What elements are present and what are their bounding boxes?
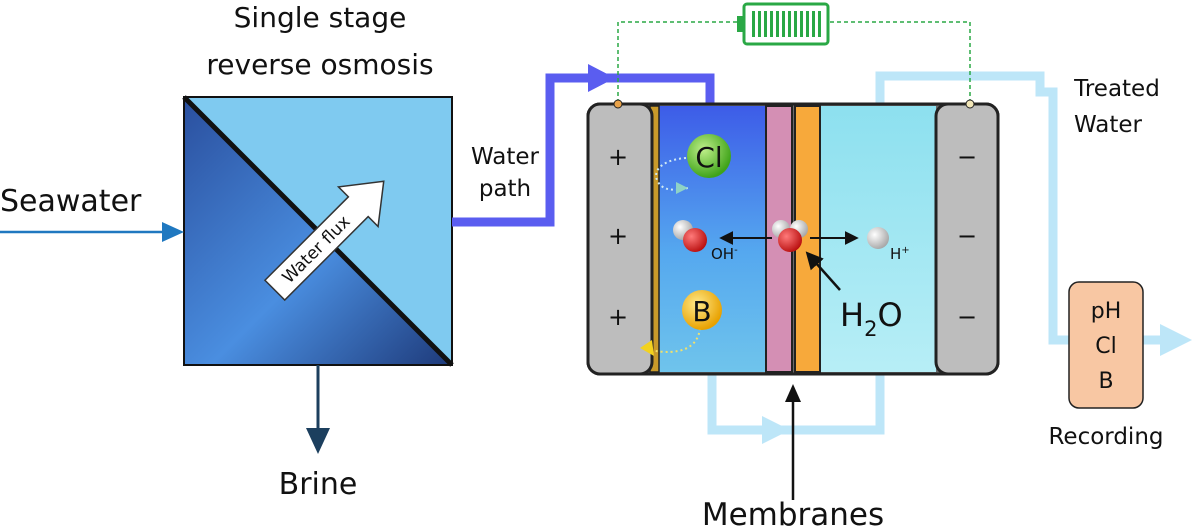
water-path-arrowhead	[588, 64, 615, 92]
anode-terminal	[613, 99, 623, 109]
boron-path-arrowhead	[640, 340, 654, 356]
recorder-ph: pH	[1091, 299, 1122, 324]
battery-cell-bar	[782, 11, 785, 37]
ro-title-line1: Single stage	[234, 1, 407, 34]
water-formula: H2O	[840, 296, 903, 341]
recorder-box	[1068, 281, 1144, 409]
recirculation-arrowhead	[762, 416, 790, 444]
battery-cell-bar	[770, 11, 773, 37]
seawater-arrowhead	[162, 222, 184, 242]
recording-label: Recording	[1048, 424, 1163, 450]
wire-right	[830, 21, 971, 103]
proton-label: H+	[890, 245, 910, 263]
brine-label: Brine	[279, 467, 358, 502]
battery-cell-bar	[818, 11, 821, 37]
water-path-label-line1: Water	[471, 144, 540, 170]
wire-left	[617, 21, 737, 103]
battery-cell-bar	[800, 11, 803, 37]
recorder-cl: Cl	[1095, 334, 1116, 359]
boron-label: B	[692, 295, 711, 328]
electrochemical-cell: + + + − − − Cl OH- H+ H2O B	[586, 99, 1000, 376]
hydroxide-charge: -	[734, 245, 738, 256]
proton-atom	[867, 227, 889, 249]
battery-cell-bar	[794, 11, 797, 37]
water-path-label-line2: path	[479, 176, 531, 202]
treated-label-line2: Water	[1074, 112, 1143, 138]
battery-cell-bar	[752, 11, 755, 37]
cathode-sign-3: −	[957, 303, 977, 331]
battery-body	[742, 2, 830, 46]
recorder-b: B	[1098, 369, 1113, 394]
anode-sign-1: +	[608, 143, 628, 171]
boron-path	[649, 327, 701, 353]
water-pointer-arrow	[805, 251, 841, 291]
proton-charge: +	[901, 245, 909, 256]
hydroxide-o-atom	[683, 228, 707, 252]
membranes-pointer-head	[785, 384, 801, 402]
water-path-line	[452, 73, 715, 227]
battery-cell-bar	[758, 11, 761, 37]
cathode-terminal	[965, 99, 975, 109]
chloride-label: Cl	[695, 141, 722, 174]
seawater-label: Seawater	[0, 184, 142, 219]
water-formula-o: O	[877, 296, 902, 334]
anode-sign-3: +	[608, 303, 628, 331]
hydroxide-text: OH	[711, 245, 734, 263]
water-o-atom	[778, 228, 802, 252]
treated-label-line1: Treated	[1073, 76, 1160, 102]
cathode-sign-1: −	[957, 143, 977, 171]
treated-water-path	[875, 71, 1160, 345]
boron-ion	[682, 290, 722, 330]
membranes-label: Membranes	[702, 497, 884, 528]
water-formula-h: H	[840, 296, 864, 334]
battery-cell-bar	[788, 11, 791, 37]
cathode-sign-2: −	[957, 222, 977, 250]
chloride-ion	[687, 134, 731, 178]
hydroxide-label: OH-	[711, 245, 738, 263]
battery-cells	[752, 11, 821, 37]
brine-arrowhead	[306, 428, 330, 454]
battery-cell-bar	[776, 11, 779, 37]
proton-text: H	[890, 245, 901, 263]
battery-cell-bar	[812, 11, 815, 37]
ro-title-line2: reverse osmosis	[206, 48, 433, 81]
treated-water-arrowhead	[1160, 324, 1192, 356]
anode-sign-2: +	[608, 222, 628, 250]
battery-cell-bar	[764, 11, 767, 37]
chloride-path-arrowhead	[676, 182, 688, 194]
battery	[617, 2, 971, 103]
battery-terminal	[737, 16, 744, 32]
water-formula-sub: 2	[864, 317, 877, 341]
ro-unit: Water flux	[182, 95, 454, 367]
battery-cell-bar	[806, 11, 809, 37]
